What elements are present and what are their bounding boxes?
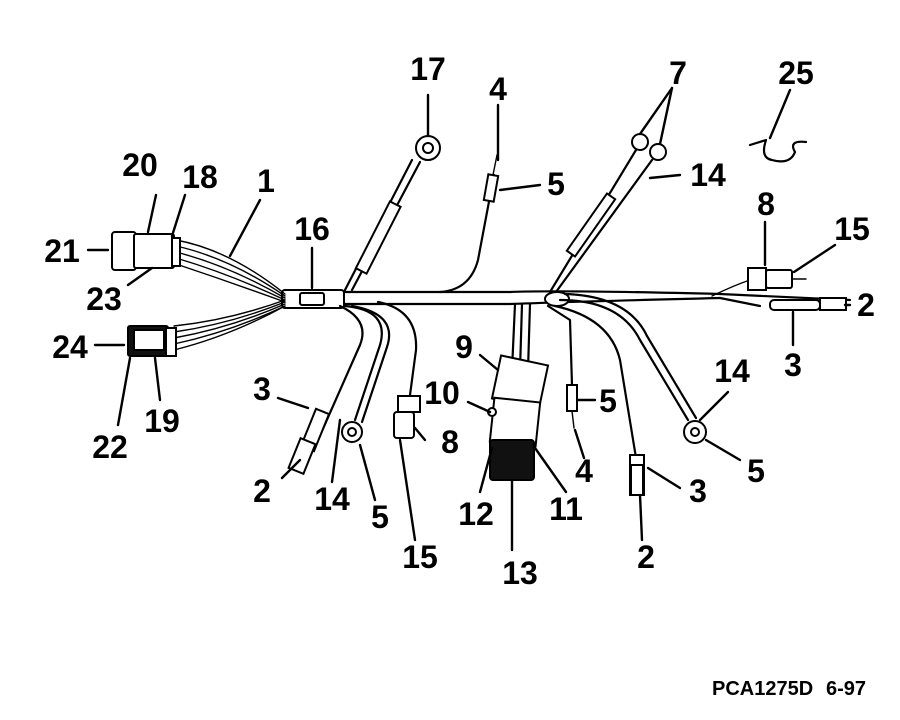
bullet-terminal-upper: [482, 173, 500, 203]
sleeve-3-right: [769, 299, 821, 311]
callout-14-left: 14: [314, 481, 350, 517]
upper-left-connector-group: [111, 231, 286, 303]
callout-15-lower: 15: [402, 539, 438, 575]
terminal-2-lower-right: [630, 464, 644, 496]
callout-18: 18: [182, 159, 218, 195]
callout-19: 19: [144, 403, 180, 439]
callout-8-lower: 8: [441, 424, 459, 460]
callout-5-upper: 5: [547, 166, 565, 202]
ring-terminal-17-branch: [343, 135, 441, 292]
figure-date: 6-97: [826, 678, 867, 700]
callout-4-upper: 4: [489, 71, 507, 107]
lower-ring-branch-14-5: [341, 304, 391, 443]
callout-20: 20: [122, 147, 158, 183]
callout-13: 13: [502, 555, 538, 591]
relay-body-11: [488, 396, 542, 448]
figure-code: PCA1275D: [712, 678, 814, 700]
lower-right-ring-branch: [558, 292, 707, 444]
callout-5-right: 5: [747, 453, 765, 489]
connector-15-right: [765, 269, 793, 289]
callout-4-lower: 4: [575, 453, 593, 489]
clip-25: [748, 138, 808, 163]
callout-labels: 17 4 5 7 14 25 8 15 2 3 1 16 20 18 21 23…: [44, 51, 875, 591]
ring-terminal-7a: [631, 133, 649, 151]
callout-24: 24: [52, 329, 88, 365]
callout-21: 21: [44, 233, 80, 269]
leader-lines: [86, 86, 852, 552]
callout-11: 11: [549, 491, 583, 527]
callout-16: 16: [294, 211, 330, 247]
callout-5-center: 5: [599, 383, 617, 419]
lower-left-branch-2-3: [287, 304, 364, 476]
callout-23: 23: [86, 281, 122, 317]
callout-22: 22: [92, 429, 128, 465]
connector-8-lower: [397, 395, 421, 413]
fuse-holder: [299, 292, 325, 306]
callout-25: 25: [778, 55, 814, 91]
callout-2-right: 2: [857, 287, 875, 323]
callout-3-left: 3: [253, 371, 271, 407]
lower-right-branch-4-5: [546, 304, 578, 429]
callout-5-left: 5: [371, 499, 389, 535]
callout-2-left: 2: [253, 473, 271, 509]
connector-8-right: [747, 267, 767, 291]
callout-17: 17: [410, 51, 446, 87]
connector-8-15-right: [711, 267, 847, 311]
wire-sleeve: [354, 200, 402, 276]
callout-7: 7: [669, 55, 687, 91]
bullet-terminal-lower: [566, 384, 578, 412]
lower-right-branch-2-3: [553, 304, 645, 496]
callout-9: 9: [455, 329, 473, 365]
ring-terminal-7b: [649, 143, 667, 161]
connector-boot-18: [171, 237, 181, 267]
connector-8-15-lower: [376, 300, 421, 439]
callout-2-lower: 2: [637, 539, 655, 575]
connector-boot-19: [165, 327, 177, 357]
callout-14-upper: 14: [690, 157, 726, 193]
connector-body-20: [133, 233, 175, 269]
terminal-2-right: [819, 297, 847, 311]
main-harness-trunk: [281, 289, 852, 309]
lower-left-connector-group: [127, 299, 286, 357]
terminal-4-5-upper-branch: [438, 154, 500, 294]
callout-1: 1: [257, 163, 275, 199]
relay-base-13: [489, 439, 535, 481]
callout-3-lower: 3: [689, 473, 707, 509]
callout-10: 10: [424, 375, 460, 411]
callout-14-right: 14: [714, 353, 750, 389]
connector-face-22: [133, 329, 165, 351]
callout-3-right: 3: [784, 347, 802, 383]
callout-8-right: 8: [757, 186, 775, 222]
wire-sleeve: [565, 192, 617, 258]
callout-15-right: 15: [834, 211, 870, 247]
callout-12: 12: [458, 496, 494, 532]
central-relay-module: [487, 302, 550, 481]
connector-15-lower: [393, 411, 415, 439]
connector-cap-21: [111, 231, 137, 271]
ring-terminals-7-branch: [548, 133, 667, 294]
